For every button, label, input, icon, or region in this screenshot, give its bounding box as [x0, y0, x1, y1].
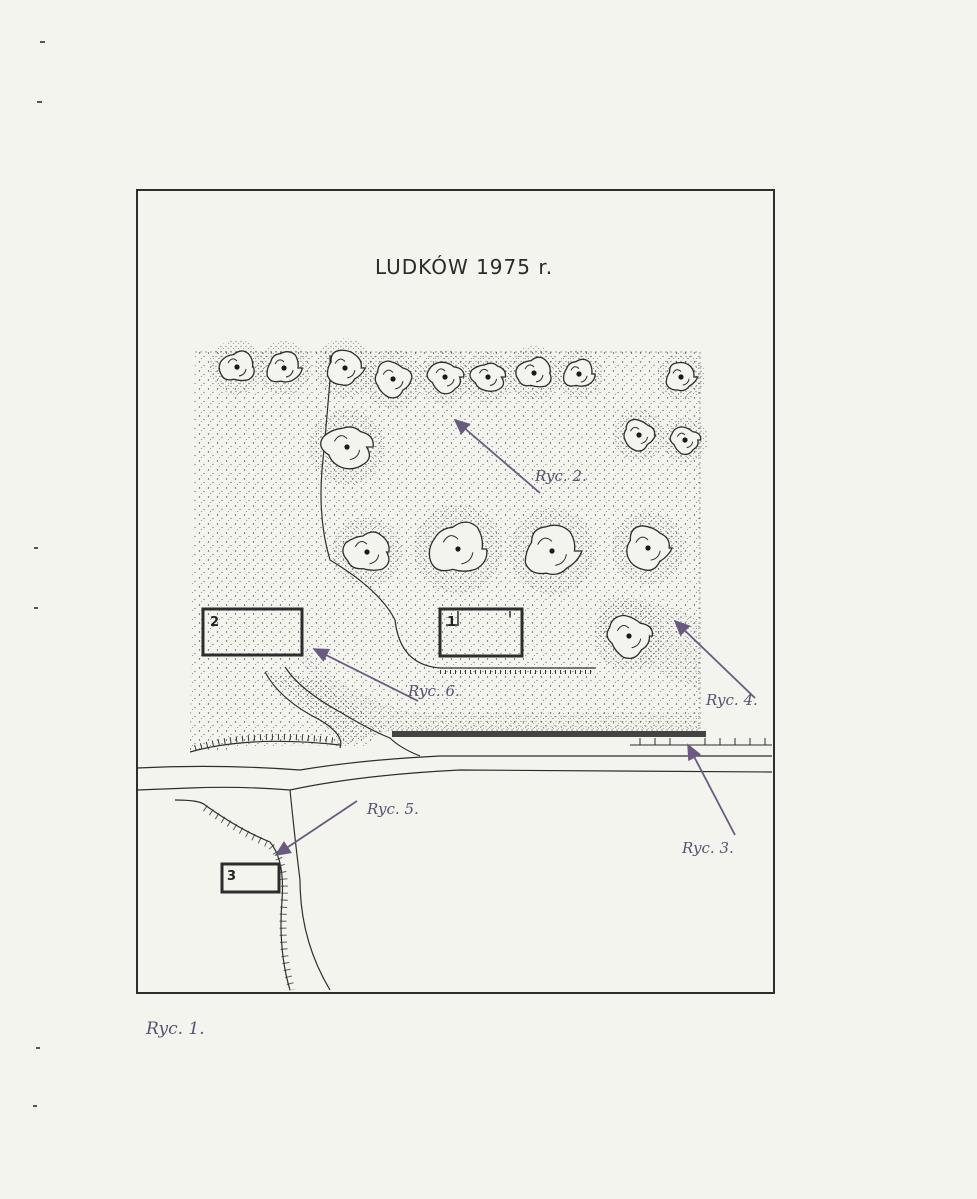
building-2-number: 2	[210, 615, 219, 630]
tree	[315, 338, 375, 398]
tree	[257, 341, 311, 395]
callout-ryc5: Ryc. 5.	[366, 800, 419, 818]
tree	[507, 346, 561, 400]
tree	[508, 507, 596, 595]
tree	[363, 349, 423, 409]
map-title: LUDKÓW 1975 r.	[375, 255, 553, 279]
tree	[611, 511, 685, 585]
building-1-number: 1	[447, 615, 456, 630]
tree	[418, 350, 472, 404]
callout-ryc2: Ryc. 2.	[534, 467, 587, 485]
tree	[413, 504, 503, 594]
building-3-number: 3	[227, 869, 236, 884]
building-3: 3	[220, 862, 281, 894]
tree	[331, 516, 403, 588]
tree	[593, 600, 665, 672]
callout-ryc3: Ryc. 3.	[681, 839, 734, 857]
main-road	[136, 755, 773, 791]
boundary-wall	[392, 731, 772, 746]
tree	[613, 409, 665, 461]
tree	[210, 340, 264, 394]
callout-ryc4: Ryc. 4.	[705, 691, 758, 709]
tree	[309, 409, 385, 485]
tree	[662, 417, 708, 463]
side-road-south	[174, 789, 331, 992]
trees	[210, 338, 708, 672]
tree	[462, 351, 514, 403]
garden-access-road	[264, 666, 421, 757]
map-frame	[136, 189, 775, 994]
building-1: 1	[438, 607, 524, 658]
tree	[656, 352, 706, 402]
callout-ryc6: Ryc. 6.	[407, 682, 460, 700]
building-2: 2	[201, 607, 304, 657]
margin-ticks	[33, 41, 45, 1107]
hedge-arc	[189, 740, 341, 753]
tree	[554, 349, 604, 399]
figure-label: Ryc. 1.	[145, 1019, 205, 1039]
hedge-arc-ticks	[194, 733, 339, 751]
callout-arrows	[274, 418, 756, 856]
